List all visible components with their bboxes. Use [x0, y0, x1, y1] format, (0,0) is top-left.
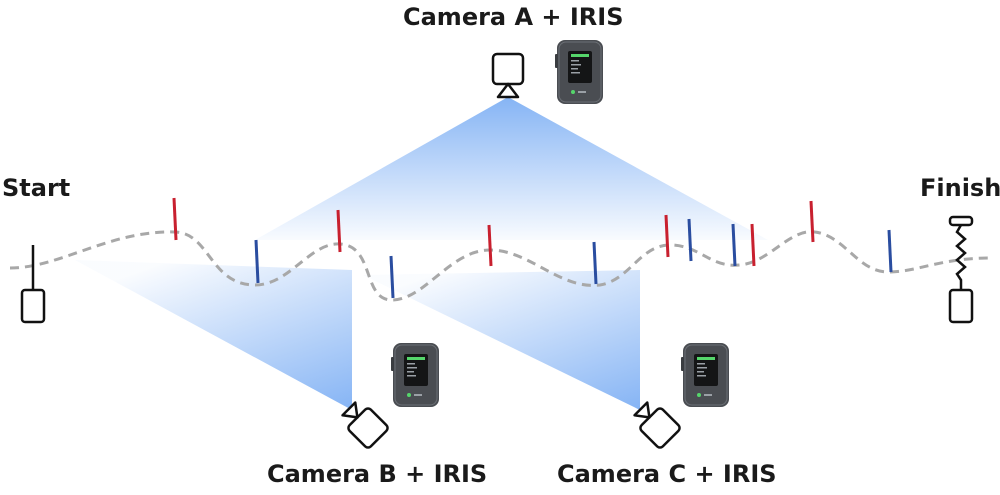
gate-blue: [731, 223, 737, 267]
gate-red: [487, 224, 493, 267]
camera-b-label: Camera B + IRIS: [267, 460, 488, 488]
gate-blue: [887, 229, 893, 273]
finish-label: Finish: [920, 174, 1000, 202]
camera-c-field-of-view: [363, 270, 640, 410]
gate-red: [809, 200, 815, 243]
iris-device-icon: [555, 40, 603, 104]
camera-b-field-of-view: [75, 260, 352, 410]
camera-c-label: Camera C + IRIS: [557, 460, 777, 488]
gate-red: [664, 214, 670, 258]
camera-a-field-of-view: [255, 97, 768, 240]
gate-blue: [592, 241, 598, 285]
gate-red: [750, 223, 756, 267]
start-gate-icon: [20, 245, 46, 324]
camera-c-icon: [633, 401, 681, 449]
gate-blue: [687, 218, 693, 262]
camera-a-label: Camera A + IRIS: [403, 3, 624, 31]
iris-device-icon: [391, 343, 439, 407]
iris-device-icon: [681, 343, 729, 407]
camera-a-icon: [491, 52, 525, 99]
gate-red: [172, 197, 178, 241]
gate-red: [336, 209, 342, 253]
start-label: Start: [2, 174, 71, 202]
finish-gate-icon: [948, 215, 974, 324]
camera-b-icon: [341, 401, 389, 449]
track-path: [9, 230, 991, 302]
gate-blue: [254, 239, 260, 284]
gate-blue: [389, 255, 395, 299]
